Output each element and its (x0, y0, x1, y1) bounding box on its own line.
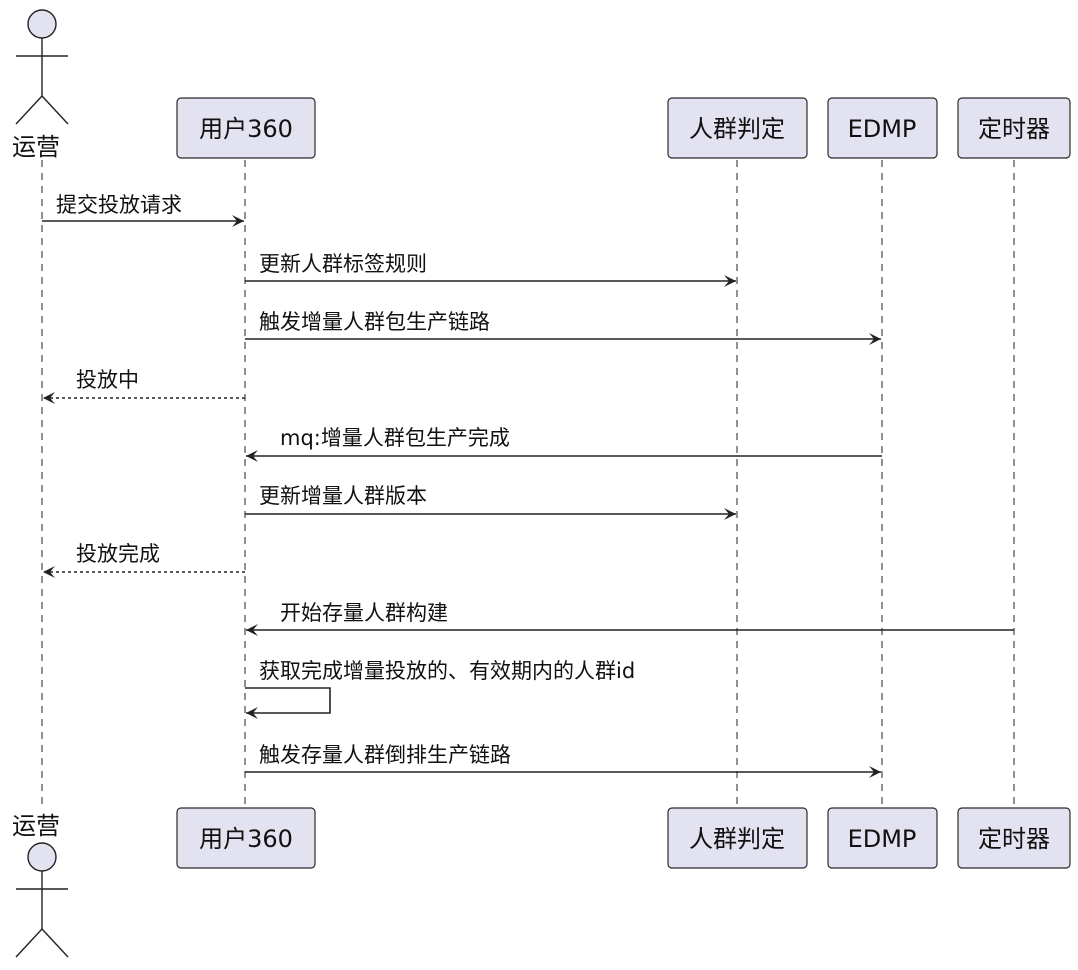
participant-user360-top: 用户360 (176, 97, 316, 159)
participant-timer-label: 定时器 (978, 825, 1050, 853)
message-7: 投放完成 (43, 542, 245, 578)
actor-ops-top: 运营 (12, 9, 69, 161)
message-label: 投放完成 (76, 542, 160, 566)
message-1: 提交投放请求 (42, 193, 244, 227)
participant-timer-top: 定时器 (957, 97, 1071, 159)
message-label: 更新增量人群版本 (259, 484, 427, 508)
participant-user360-label: 用户360 (199, 825, 293, 853)
participant-timer-label: 定时器 (978, 115, 1050, 143)
message-9-self: 获取完成增量投放的、有效期内的人群id (245, 659, 635, 719)
message-label: 投放中 (76, 368, 139, 392)
actor-head-icon (27, 842, 57, 872)
actor-ops-label: 运营 (12, 812, 60, 840)
message-label: 更新人群标签规则 (259, 252, 427, 276)
message-10: 触发存量人群倒排生产链路 (245, 743, 881, 778)
message-4: 投放中 (43, 368, 245, 404)
message-arrow (245, 687, 331, 719)
message-label: 提交投放请求 (56, 193, 182, 217)
message-6: 更新增量人群版本 (245, 484, 736, 520)
message-3: 触发增量人群包生产链路 (245, 310, 881, 345)
message-5: mq:增量人群包生产完成 (246, 426, 882, 462)
participant-timer-bottom: 定时器 (957, 807, 1071, 869)
participant-user360-bottom: 用户360 (176, 807, 316, 869)
actor-ops-label: 运营 (12, 133, 60, 161)
participant-edmp-top: EDMP (827, 97, 938, 159)
message-label: 触发存量人群倒排生产链路 (259, 743, 511, 767)
message-2: 更新人群标签规则 (245, 252, 736, 287)
participant-edmp-bottom: EDMP (827, 807, 938, 869)
participant-crowd-judge-bottom: 人群判定 (667, 807, 808, 869)
actor-body-icon (15, 871, 69, 958)
actor-body-icon (15, 38, 69, 125)
message-label: 开始存量人群构建 (280, 601, 448, 625)
message-label: 获取完成增量投放的、有效期内的人群id (259, 659, 635, 683)
actor-head-icon (27, 9, 57, 39)
actor-ops-bottom: 运营 (12, 812, 69, 958)
participant-edmp-label: EDMP (848, 115, 917, 143)
message-label: 触发增量人群包生产链路 (259, 310, 490, 334)
participant-crowd-judge-label: 人群判定 (689, 825, 785, 853)
participant-crowd-judge-label: 人群判定 (689, 115, 785, 143)
message-label: mq:增量人群包生产完成 (280, 426, 510, 450)
participant-user360-label: 用户360 (199, 115, 293, 143)
message-8: 开始存量人群构建 (246, 601, 1014, 636)
participant-edmp-label: EDMP (848, 825, 917, 853)
participant-crowd-judge-top: 人群判定 (667, 97, 808, 159)
